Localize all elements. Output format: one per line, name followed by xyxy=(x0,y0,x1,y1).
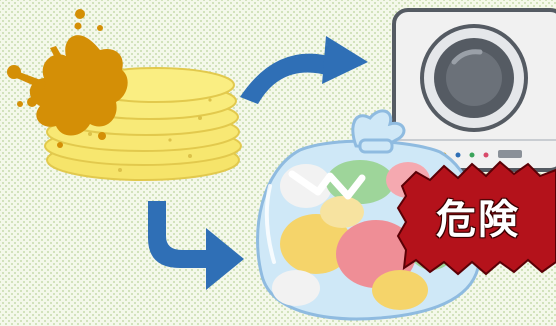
arrow-to-washer-icon xyxy=(240,36,368,104)
arrow-to-garbage-icon xyxy=(148,201,244,290)
danger-label: 危険 xyxy=(400,176,556,256)
